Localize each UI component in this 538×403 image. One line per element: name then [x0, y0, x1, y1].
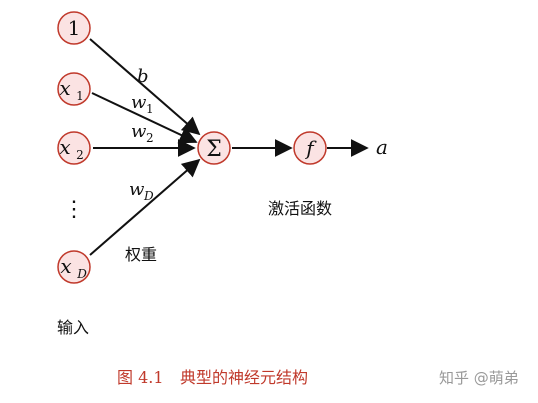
- w2-subscript: 2: [146, 131, 154, 145]
- ellipsis: ⋮: [63, 197, 85, 222]
- w1-subscript: 1: [146, 102, 154, 116]
- wD-subscript: D: [143, 189, 154, 203]
- w2-base: w: [131, 121, 147, 142]
- input-node-xD: x D: [57, 250, 91, 284]
- input-node-x1: x 1: [57, 72, 91, 106]
- weight-wD-label: w D: [129, 179, 154, 203]
- w1-base: w: [131, 92, 147, 113]
- x2-subscript: 2: [76, 148, 84, 162]
- watermark: 知乎 @萌弟: [439, 369, 519, 387]
- weight-b-label: b: [137, 66, 149, 87]
- weight-w1-label: w 1: [131, 92, 154, 116]
- edge-bias-to-sum: [89, 38, 201, 136]
- xD-subscript: D: [76, 267, 87, 281]
- weight-w2-label: w 2: [131, 121, 154, 145]
- sum-symbol: Σ: [206, 137, 222, 162]
- x1-base: x: [59, 76, 70, 100]
- xD-base: x: [60, 254, 71, 278]
- edge-xD-to-sum: [89, 158, 201, 256]
- bias-node-label: 1: [68, 16, 81, 40]
- weights-label: 权重: [125, 245, 157, 264]
- edge-x1-to-sum: [91, 92, 198, 144]
- activation-function-label: 激活函数: [268, 199, 332, 218]
- sum-node: Σ: [197, 131, 231, 165]
- x2-base: x: [59, 135, 70, 159]
- input-node-bias: 1: [57, 11, 91, 45]
- figure-title: 典型的神经元结构: [180, 368, 308, 387]
- figure-number: 图 4.1: [117, 368, 164, 387]
- input-node-x2: x 2: [57, 131, 91, 165]
- activation-node: f: [293, 131, 327, 165]
- x1-subscript: 1: [76, 89, 84, 103]
- input-label: 输入: [57, 318, 89, 337]
- wD-base: w: [129, 179, 145, 200]
- output-label: a: [376, 135, 388, 159]
